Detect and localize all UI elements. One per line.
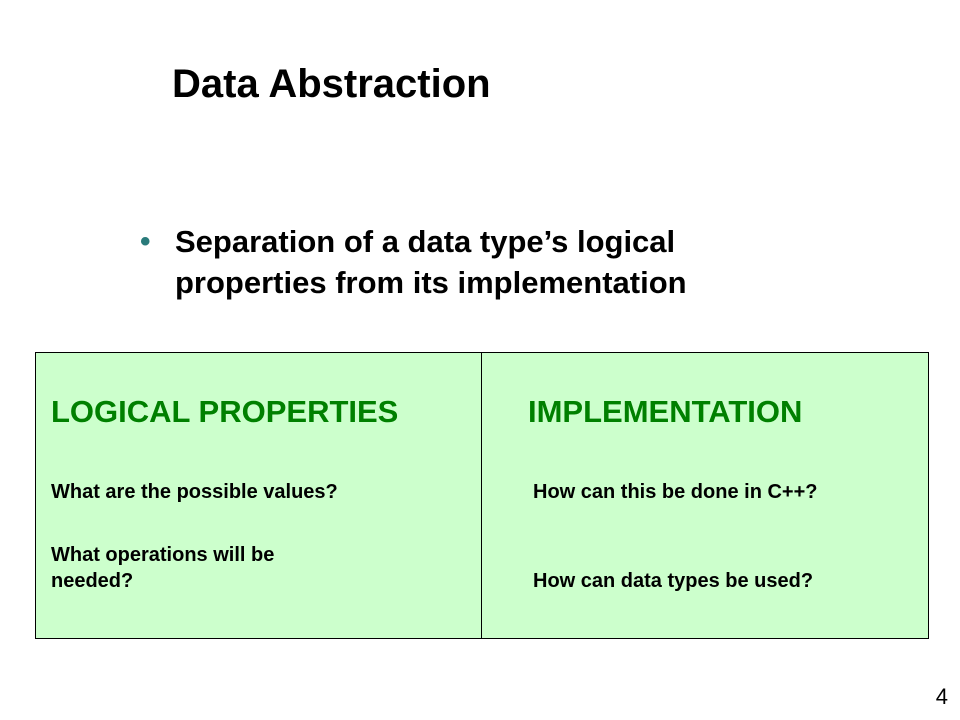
logical-properties-box xyxy=(35,352,482,639)
logical-question-operations-line2: needed? xyxy=(51,570,134,592)
bullet-marker: • xyxy=(140,225,151,258)
bullet-text: Separation of a data type’s logical prop… xyxy=(175,224,687,300)
implementation-question-data-types: How can data types be used? xyxy=(533,570,814,592)
logical-question-operations-line1: What operations will be xyxy=(51,544,275,566)
page-number: 4 xyxy=(935,684,948,709)
logical-question-values: What are the possible values? xyxy=(51,481,338,503)
slide-title: Data Abstraction xyxy=(172,62,491,106)
implementation-box xyxy=(481,352,929,639)
implementation-heading: IMPLEMENTATION xyxy=(528,394,803,429)
logical-properties-heading: LOGICAL PROPERTIES xyxy=(51,394,399,429)
implementation-question-cpp: How can this be done in C++? xyxy=(533,481,818,503)
